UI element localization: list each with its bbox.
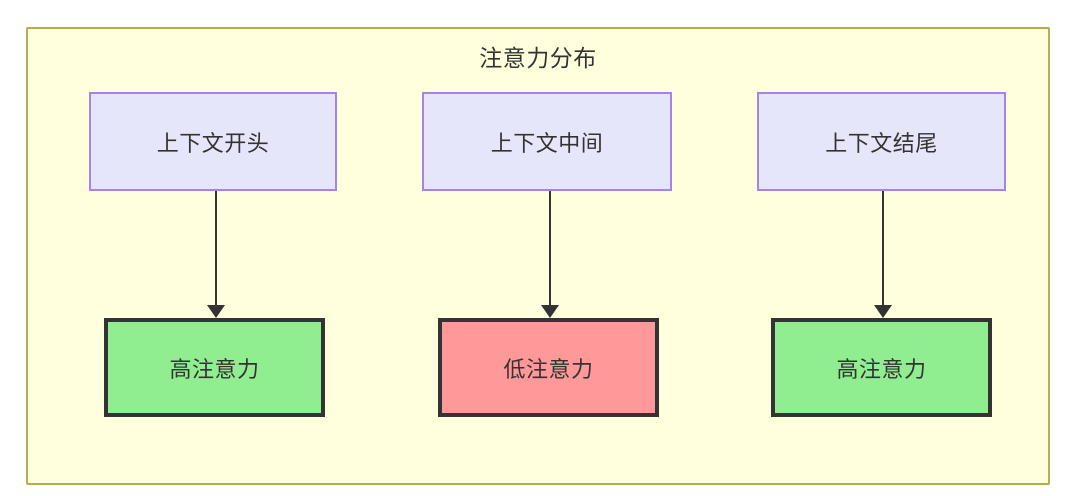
node-low-attention-middle-label: 低注意力: [503, 356, 594, 382]
node-context-end-label: 上下文结尾: [825, 130, 938, 156]
arrow-head-icon: [874, 305, 892, 318]
node-high-attention-end[interactable]: 高注意力: [771, 318, 992, 417]
node-context-start[interactable]: 上下文开头: [89, 92, 337, 191]
node-context-start-label: 上下文开头: [156, 130, 270, 156]
node-low-attention-middle[interactable]: 低注意力: [438, 318, 659, 417]
node-context-middle[interactable]: 上下文中间: [422, 92, 672, 191]
node-context-middle-label: 上下文中间: [490, 130, 604, 156]
arrow-head-icon: [541, 305, 559, 318]
diagram-title: 注意力分布: [479, 45, 597, 71]
arrow-head-icon: [207, 305, 225, 318]
edge-context-end-to-high-attention-line: [882, 191, 884, 308]
node-high-attention-end-label: 高注意力: [836, 356, 927, 382]
node-high-attention-start-label: 高注意力: [169, 356, 260, 382]
node-high-attention-start[interactable]: 高注意力: [104, 318, 325, 417]
node-context-end[interactable]: 上下文结尾: [757, 92, 1006, 191]
edge-context-middle-to-low-attention-line: [549, 191, 551, 308]
edge-context-start-to-high-attention-line: [215, 191, 217, 308]
